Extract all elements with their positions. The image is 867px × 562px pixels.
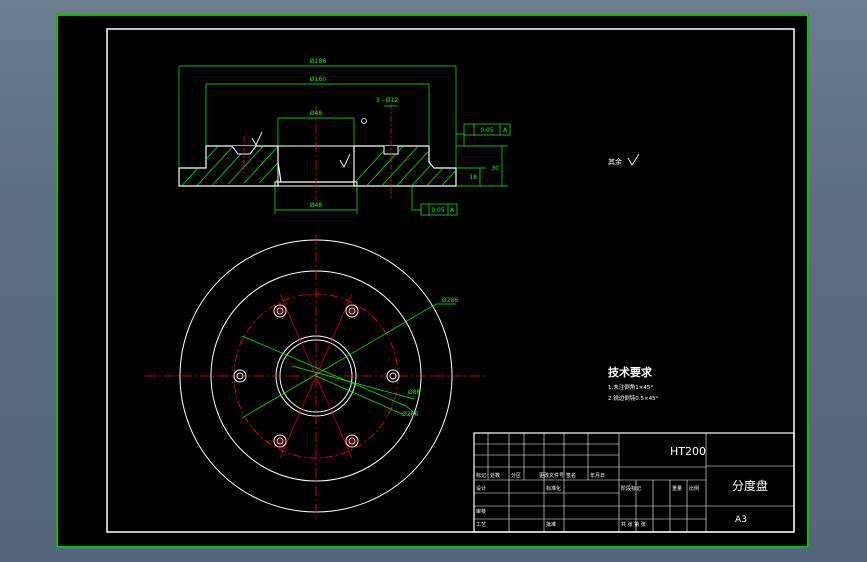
tb-material: HT200 bbox=[670, 445, 706, 458]
roughness-symbol-left bbox=[251, 131, 263, 146]
tb-part-name: 分度盘 bbox=[732, 478, 768, 493]
tb-label-designer: 设计 bbox=[476, 485, 486, 492]
tolerance-value-bottom: 0.05 bbox=[431, 207, 445, 214]
tb-label-signature: 签名 bbox=[566, 472, 576, 479]
technical-requirements: 技术要求 1.未注倒角1×45° 2.锐边倒钝0.5×45° bbox=[608, 365, 659, 402]
dim-counterbore-diameter: Ø48 bbox=[310, 202, 323, 209]
tolerance-value-top: 0.05 bbox=[480, 127, 494, 134]
dim-bore-diameter: Ø48 bbox=[310, 110, 323, 117]
inner-frame bbox=[106, 28, 795, 533]
tb-label-checker: 审核 bbox=[476, 508, 486, 515]
tb-label-approve: 批准 bbox=[546, 521, 556, 528]
roughness-symbol-mid bbox=[339, 153, 351, 168]
dimension-lines bbox=[178, 65, 508, 214]
surface-finish-note: 其余 bbox=[608, 153, 640, 166]
tb-label-mark: 标记 bbox=[476, 472, 486, 479]
tb-sheet-size: A3 bbox=[735, 515, 747, 525]
tech-req-item-1: 1.未注倒角1×45° bbox=[608, 383, 653, 391]
tb-label-sheet: 共 张 第 张 bbox=[621, 521, 646, 528]
section-view: Ø186 Ø160 Ø48 3 - Ø12 Ø48 30 18 0.05 A bbox=[178, 58, 511, 216]
dim-total-height: 30 bbox=[491, 165, 499, 172]
tb-label-weight: 重量 bbox=[672, 485, 682, 492]
tb-label-scale: 比例 bbox=[689, 485, 699, 492]
datum-marker bbox=[361, 118, 367, 124]
dim-outer-diameter: Ø186 bbox=[310, 58, 326, 65]
plan-leaders bbox=[241, 303, 456, 419]
title-block-frame bbox=[473, 432, 795, 533]
tb-label-standard: 标准化 bbox=[546, 485, 561, 492]
plan-dim-outer: Ø286 bbox=[442, 297, 458, 304]
drawing-sheet: Ø186 Ø160 Ø48 3 - Ø12 Ø48 30 18 0.05 A bbox=[56, 14, 809, 548]
tb-label-zone: 分区 bbox=[511, 472, 521, 479]
plan-view: Ø286 Ø88 Ø266 bbox=[146, 234, 486, 519]
drawing-canvas: Ø186 Ø160 Ø48 3 - Ø12 Ø48 30 18 0.05 A bbox=[56, 14, 809, 548]
title-block: 标记 处数 分区 更改文件号 签名 年月日 设计 标准化 审核 工艺 批准 阶段… bbox=[473, 432, 795, 533]
dim-hole-callout: 3 - Ø12 bbox=[376, 97, 398, 104]
tb-label-date: 年月日 bbox=[590, 472, 605, 479]
tb-label-stage: 阶段标记 bbox=[621, 485, 641, 492]
plan-dim-bore: Ø88 bbox=[408, 389, 421, 396]
surface-note-symbol bbox=[627, 153, 640, 166]
tolerance-frame-bottom: 0.05 A bbox=[420, 203, 458, 216]
outer-border bbox=[56, 14, 809, 548]
tb-label-process: 工艺 bbox=[476, 522, 486, 528]
plan-dim-pitch: Ø266 bbox=[402, 411, 418, 418]
dim-step-height: 18 bbox=[469, 174, 477, 181]
tolerance-frame-top: 0.05 A bbox=[463, 123, 511, 136]
dim-step-diameter: Ø160 bbox=[310, 76, 326, 83]
tech-req-item-2: 2.锐边倒钝0.5×45° bbox=[608, 394, 659, 402]
tolerance-datum-top: A bbox=[503, 127, 508, 134]
tb-label-count: 处数 bbox=[490, 472, 500, 479]
surface-note-text: 其余 bbox=[608, 157, 622, 166]
tech-req-title: 技术要求 bbox=[608, 365, 653, 379]
tolerance-datum-bottom: A bbox=[450, 207, 455, 214]
tb-label-change-doc: 更改文件号 bbox=[539, 472, 564, 479]
section-hatch bbox=[179, 146, 456, 186]
